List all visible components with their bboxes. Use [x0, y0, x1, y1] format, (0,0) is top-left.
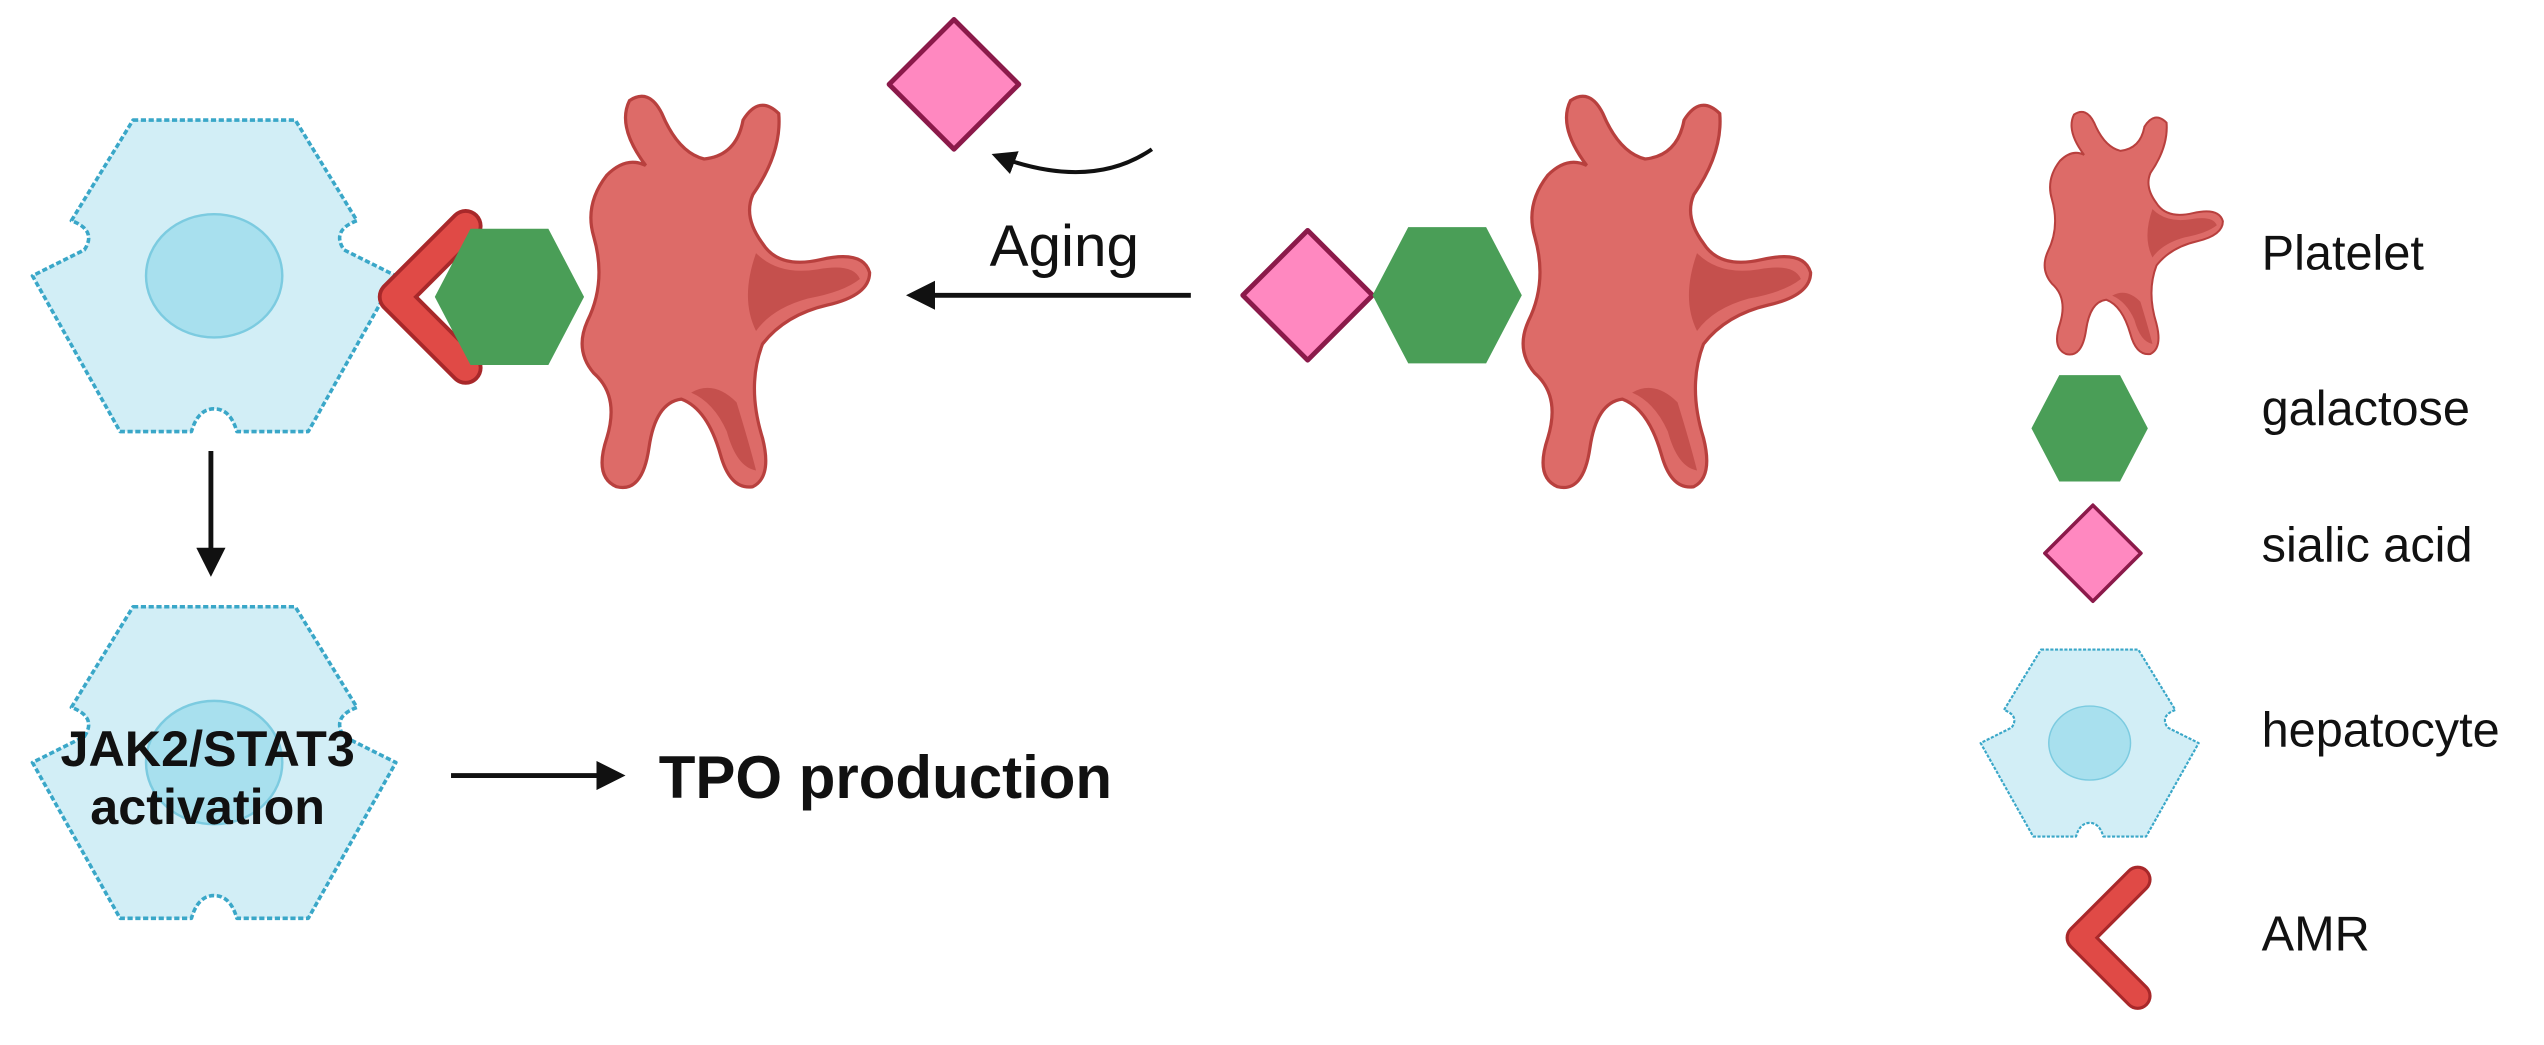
hepatocyte-cell-top: [30, 118, 398, 434]
galactose-capped: [1372, 227, 1522, 364]
aged-platelet: [580, 94, 872, 490]
legend-label-hepatocyte: hepatocyte: [2262, 703, 2500, 757]
release-arrow: [991, 147, 1154, 175]
hepatocyte-icon: [1979, 648, 2200, 838]
legend-label-platelet: Platelet: [2262, 226, 2425, 280]
process-label: Aging: [990, 214, 1139, 279]
legend-label-amr: AMR: [2262, 908, 2370, 962]
platelet-icon: [2043, 110, 2224, 356]
legend: Platelet galactose sialic acid hepatocyt…: [1979, 110, 2500, 996]
galactose-icon: [2031, 375, 2148, 482]
released-sialic-acid: [889, 19, 1019, 149]
sialic-acid-capped: [1243, 230, 1373, 360]
cell-text-line2: activation: [90, 778, 325, 835]
young-platelet: [1521, 94, 1813, 490]
outcome-label: TPO production: [659, 744, 1112, 811]
legend-label-sialic-acid: sialic acid: [2262, 518, 2473, 572]
cell-text-line1: JAK2/STAT3: [61, 720, 355, 777]
legend-label-galactose: galactose: [2262, 382, 2470, 436]
amr-icon: [2079, 880, 2137, 996]
sialic-acid-icon: [2043, 503, 2143, 604]
